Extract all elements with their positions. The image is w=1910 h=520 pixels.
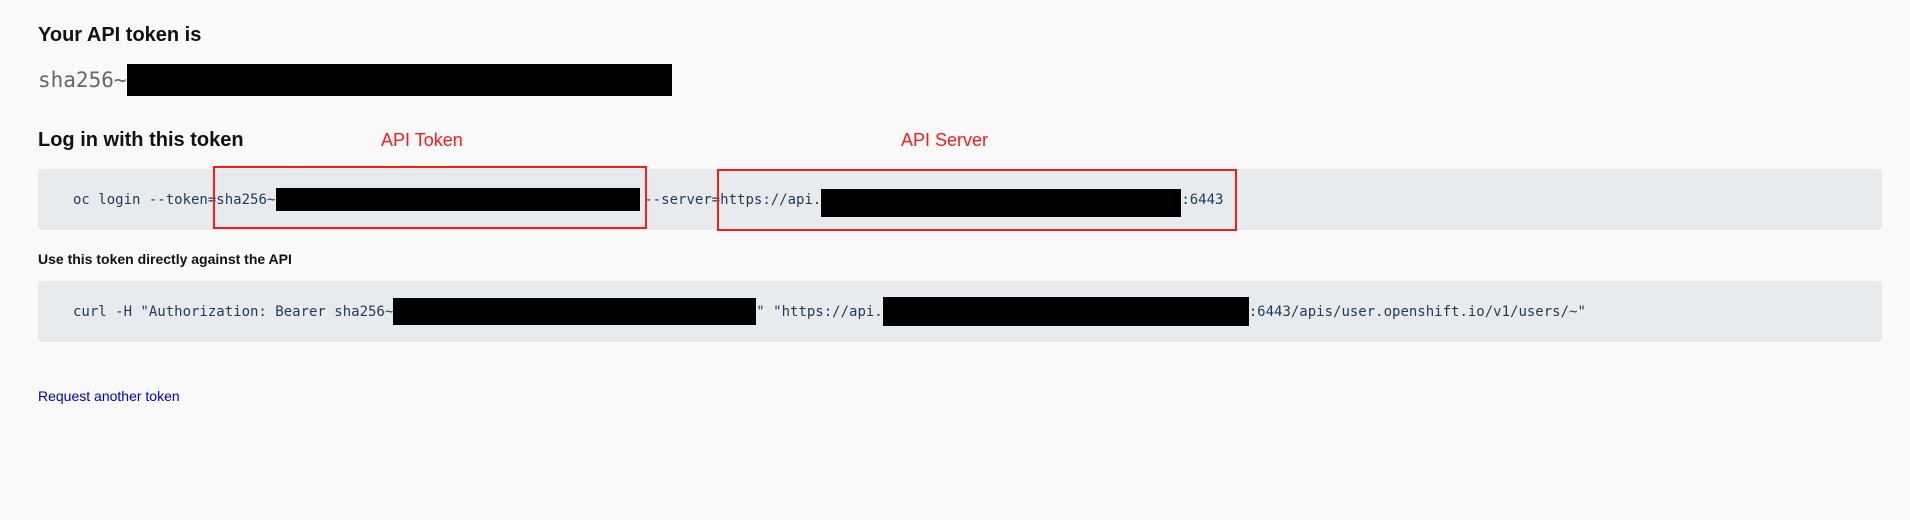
- api-server-annotation: API Server: [901, 130, 989, 150]
- api-server-highlight-box: [717, 169, 1237, 231]
- curl-command: curl -H "Authorization: Bearer sha256~ " …: [73, 281, 1586, 342]
- redacted-token: [276, 188, 641, 211]
- api-token-annotation: API Token: [381, 130, 463, 150]
- curl-middle: " "https://api.: [756, 303, 883, 320]
- server-flag: --server=: [644, 191, 721, 208]
- token-heading: Your API token is: [38, 24, 202, 46]
- redacted-token: [126, 64, 672, 96]
- server-port: :6443: [1181, 191, 1224, 208]
- curl-command-block[interactable]: curl -H "Authorization: Bearer sha256~ " …: [38, 281, 1882, 342]
- server-prefix: https://api.: [720, 191, 822, 208]
- api-token-value: sha256~: [38, 64, 672, 96]
- command-prefix: oc login --token=: [73, 191, 217, 208]
- curl-heading: Use this token directly against the API: [38, 251, 292, 267]
- token-prefix: sha256~: [38, 68, 127, 92]
- redacted-server: [882, 297, 1249, 326]
- login-command-block[interactable]: oc login --token=sha256~ --server=https:/…: [38, 169, 1882, 230]
- login-heading: Log in with this token: [38, 129, 244, 151]
- api-token-highlight-box: [213, 166, 647, 229]
- curl-prefix: curl -H "Authorization: Bearer sha256~: [73, 303, 394, 320]
- login-command: oc login --token=sha256~ --server=https:/…: [73, 169, 1223, 230]
- redacted-token: [393, 298, 757, 325]
- request-another-token-link[interactable]: Request another token: [38, 388, 180, 404]
- redacted-server: [821, 188, 1182, 217]
- token-prefix: sha256~: [216, 191, 276, 208]
- curl-suffix: :6443/apis/user.openshift.io/v1/users/~": [1248, 303, 1586, 320]
